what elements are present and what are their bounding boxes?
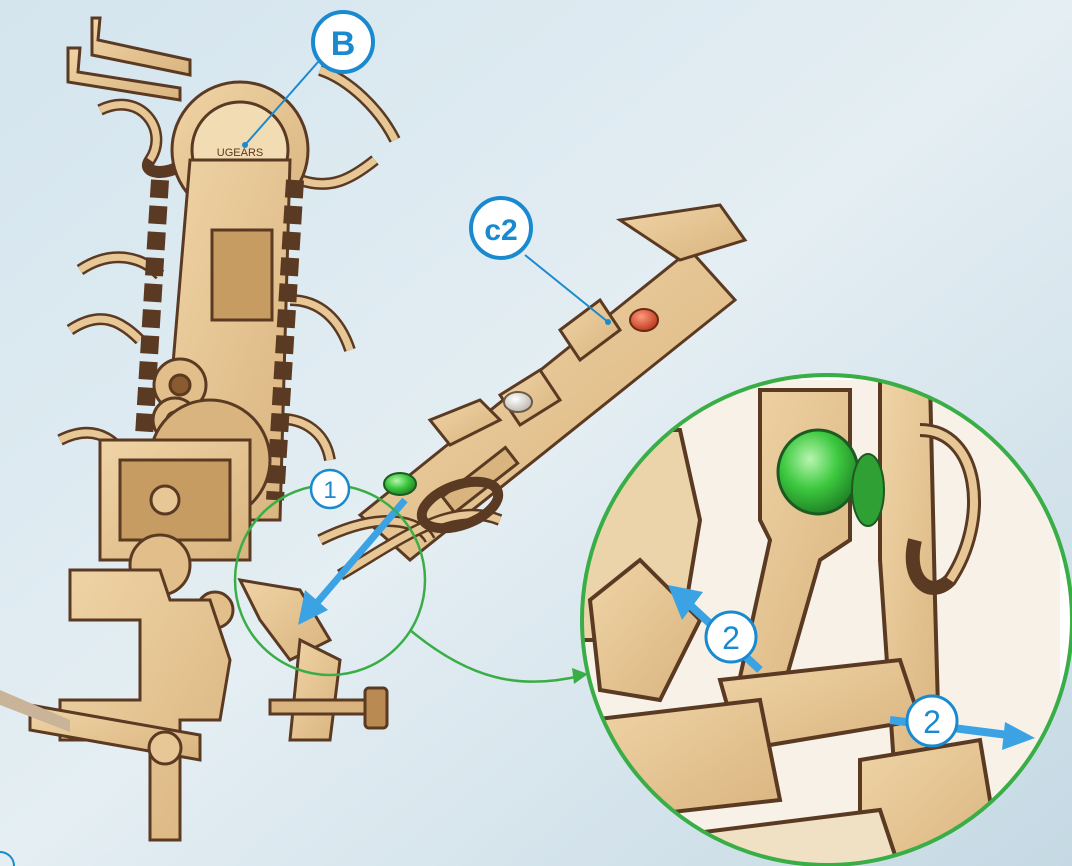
white-gem bbox=[504, 392, 532, 412]
callout-b-label: B bbox=[331, 25, 356, 63]
step-2-badge-right: 2 bbox=[907, 696, 957, 746]
callout-b: B bbox=[313, 12, 373, 72]
zoom-green-gem bbox=[778, 430, 858, 514]
callout-c2-label: c2 bbox=[484, 214, 517, 247]
callout-c2: c2 bbox=[471, 198, 531, 258]
step-2-left-label: 2 bbox=[722, 620, 740, 656]
ugears-logo: UGEARS bbox=[217, 147, 263, 159]
step-1-badge: 1 bbox=[311, 470, 349, 508]
zoom-detail bbox=[580, 375, 1072, 866]
step-2-right-label: 2 bbox=[923, 704, 941, 740]
red-gem bbox=[630, 309, 658, 331]
step-2-badge-left: 2 bbox=[706, 612, 756, 662]
step-1-label: 1 bbox=[323, 477, 336, 504]
green-gem bbox=[384, 473, 416, 495]
